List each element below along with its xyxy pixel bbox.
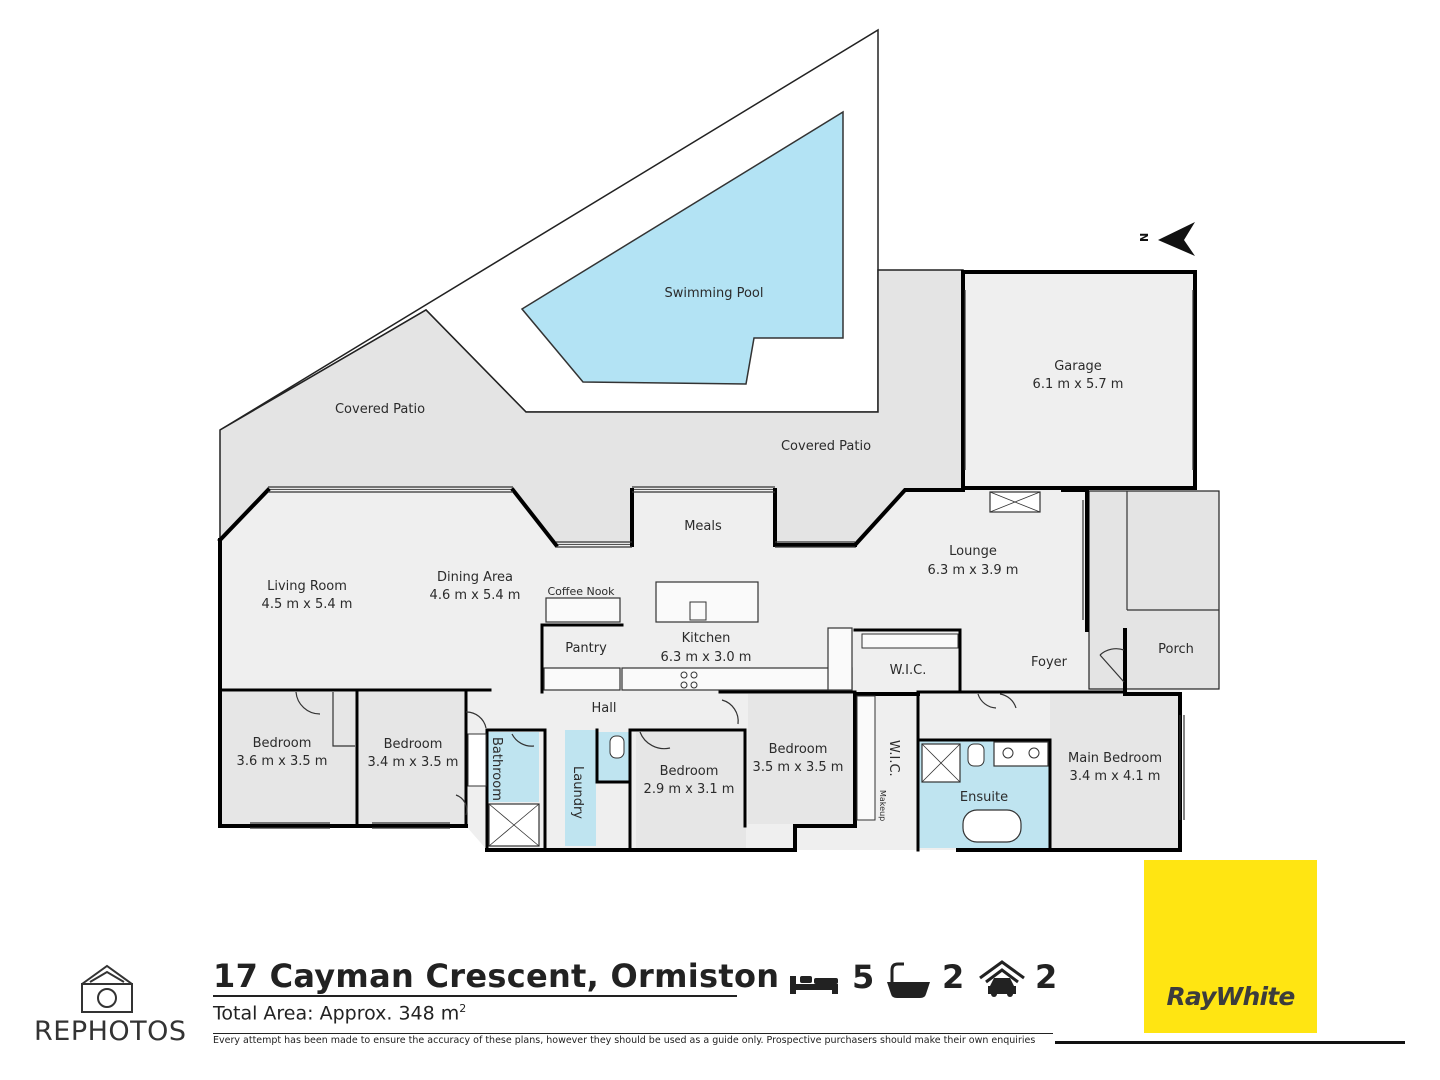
- label-swimming-pool: Swimming Pool: [665, 286, 764, 301]
- bathroom-floor: [487, 732, 539, 802]
- label-lounge: Lounge: [949, 544, 997, 559]
- label-bedroom-2-size: 3.4 m x 3.5 m: [368, 755, 459, 770]
- label-garage: Garage: [1054, 359, 1102, 374]
- label-living-room-size: 4.5 m x 5.4 m: [262, 597, 353, 612]
- label-bedroom-4: Bedroom: [769, 742, 828, 757]
- total-area-text: Total Area: Approx. 348 m: [213, 1002, 460, 1025]
- label-covered-patio-right: Covered Patio: [781, 439, 871, 454]
- side-walkway: [1088, 490, 1220, 690]
- garage-count: 2: [1035, 958, 1058, 996]
- label-bedroom-4-size: 3.5 m x 3.5 m: [753, 760, 844, 775]
- label-covered-patio-left: Covered Patio: [335, 402, 425, 417]
- area-unit-superscript: 2: [459, 1002, 467, 1015]
- address-underline: [213, 995, 737, 997]
- agency-logo: RayWhite: [1144, 860, 1317, 1033]
- property-address: 17 Cayman Crescent, Ormiston: [213, 957, 780, 995]
- label-bedroom-3: Bedroom: [660, 764, 719, 779]
- label-foyer: Foyer: [1031, 655, 1068, 670]
- label-bedroom-1: Bedroom: [253, 736, 312, 751]
- north-arrow-icon: [1158, 222, 1195, 256]
- swimming-pool: [520, 110, 844, 385]
- compass-label: N: [1138, 233, 1151, 242]
- label-wic-vertical: W.I.C.: [886, 740, 901, 777]
- label-porch: Porch: [1158, 642, 1194, 657]
- bed-icon: [790, 976, 838, 994]
- label-meals: Meals: [684, 519, 722, 534]
- label-makeup: Makeup: [878, 790, 887, 821]
- label-coffee-nook: Coffee Nook: [547, 585, 615, 598]
- label-ensuite: Ensuite: [960, 790, 1008, 805]
- label-kitchen-size: 6.3 m x 3.0 m: [661, 650, 752, 665]
- label-dining-area: Dining Area: [437, 570, 513, 585]
- label-laundry: Laundry: [570, 766, 585, 819]
- footer-rule: [1055, 1041, 1405, 1044]
- garage-icon: [979, 960, 1025, 984]
- studio-logo-text: REPHOTOS: [34, 1016, 187, 1047]
- label-bedroom-1-size: 3.6 m x 3.5 m: [237, 754, 328, 769]
- coffee-nook-bench: [545, 597, 621, 623]
- car-icon: [988, 978, 1016, 997]
- kitchen-bench: [621, 667, 853, 691]
- bathtub: [962, 809, 1022, 843]
- label-wic-top: W.I.C.: [890, 663, 927, 678]
- bath-icon: [887, 962, 930, 998]
- disclaimer: Every attempt has been made to ensure th…: [213, 1035, 1036, 1046]
- label-pantry: Pantry: [565, 641, 607, 656]
- label-kitchen: Kitchen: [682, 631, 731, 646]
- disclaimer-rule: [213, 1033, 1053, 1034]
- label-dining-area-size: 4.6 m x 5.4 m: [430, 588, 521, 603]
- label-lounge-size: 6.3 m x 3.9 m: [928, 563, 1019, 578]
- total-area: Total Area: Approx. 348 m2: [213, 1002, 466, 1024]
- label-bedroom-2: Bedroom: [384, 737, 443, 752]
- label-hall: Hall: [592, 701, 617, 716]
- label-main-bedroom-size: 3.4 m x 4.1 m: [1070, 769, 1161, 784]
- label-living-room: Living Room: [267, 579, 347, 594]
- label-main-bedroom: Main Bedroom: [1068, 751, 1162, 766]
- label-bedroom-3-size: 2.9 m x 3.1 m: [644, 782, 735, 797]
- label-bathroom: Bathroom: [489, 737, 504, 801]
- bedroom-count: 5: [852, 958, 875, 996]
- label-garage-size: 6.1 m x 5.7 m: [1033, 377, 1124, 392]
- bathroom-count: 2: [942, 958, 965, 996]
- camera-logo-icon: [81, 964, 133, 1013]
- agency-logo-text: RayWhite: [1166, 982, 1295, 1011]
- garage-floor: [963, 272, 1195, 488]
- kitchen-island: [655, 581, 759, 623]
- laundry-floor: [565, 730, 596, 846]
